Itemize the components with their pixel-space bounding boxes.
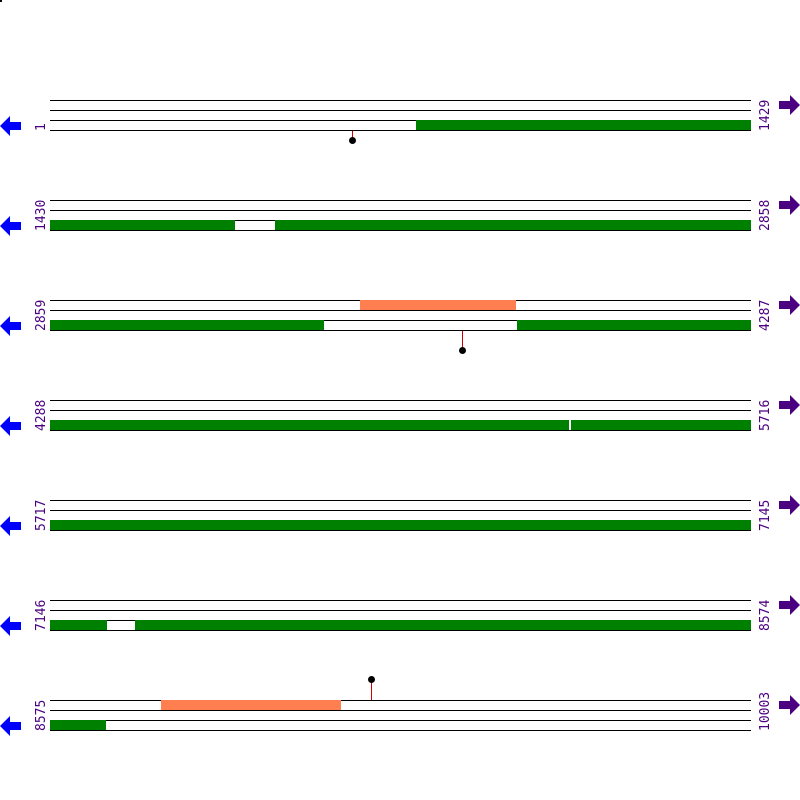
cds-feature[interactable] [50, 620, 107, 630]
track-line [50, 630, 751, 631]
cds-feature[interactable] [50, 520, 751, 530]
track-line [50, 410, 751, 411]
track-line [50, 730, 751, 731]
track-end-label: 5716 [758, 399, 773, 431]
cds-feature[interactable] [517, 320, 751, 330]
track-start-label: 2859 [34, 299, 49, 331]
track-start-label: 7146 [34, 599, 49, 631]
right-arrow-icon[interactable] [779, 694, 800, 716]
track-line [50, 130, 751, 131]
left-arrow-icon[interactable] [0, 215, 22, 237]
track-2: 1430 2858 [0, 190, 800, 290]
track-start-label: 1430 [34, 199, 49, 231]
track-end-label: 8574 [758, 599, 773, 631]
track-line [50, 510, 751, 511]
track-5: 5717 7145 [0, 490, 800, 590]
track-line [50, 230, 751, 231]
cds-gap [569, 420, 571, 430]
track-line [50, 210, 751, 211]
left-arrow-icon[interactable] [0, 415, 22, 437]
track-end-label: 7145 [758, 499, 773, 531]
track-start-label: 8575 [34, 699, 49, 731]
cds-feature[interactable] [135, 620, 751, 630]
region-feature[interactable] [161, 700, 341, 710]
track-line [50, 720, 751, 721]
region-feature[interactable] [360, 300, 516, 310]
track-end-label: 4287 [758, 299, 773, 331]
variant-pin-stem [352, 131, 353, 139]
track-line [50, 600, 751, 601]
right-arrow-icon[interactable] [779, 494, 800, 516]
track-end-label: 1429 [758, 99, 773, 131]
right-arrow-icon[interactable] [779, 594, 800, 616]
left-arrow-icon[interactable] [0, 715, 22, 737]
cds-feature[interactable] [50, 220, 235, 230]
track-end-label: 2858 [758, 199, 773, 231]
right-arrow-icon[interactable] [779, 94, 800, 116]
track-line [50, 200, 751, 201]
track-4: 4288 5716 [0, 390, 800, 490]
track-line [50, 430, 751, 431]
variant-pin-marker[interactable] [368, 676, 375, 683]
track-line [50, 400, 751, 401]
track-line [50, 530, 751, 531]
track-line [50, 310, 751, 311]
track-start-label: 5717 [34, 499, 49, 531]
track-6: 7146 8574 [0, 590, 800, 690]
right-arrow-icon[interactable] [779, 194, 800, 216]
variant-pin-marker[interactable] [349, 137, 356, 144]
track-7: 8575 10003 [0, 676, 800, 790]
variant-pin-stem [462, 331, 463, 349]
cds-feature[interactable] [275, 220, 751, 230]
cds-feature[interactable] [50, 720, 106, 730]
track-line [50, 500, 751, 501]
cds-feature[interactable] [50, 420, 751, 430]
left-arrow-icon[interactable] [0, 515, 22, 537]
left-arrow-icon[interactable] [0, 315, 22, 337]
track-3: 2859 4287 [0, 290, 800, 390]
variant-pin-stem [371, 682, 372, 700]
track-line [50, 100, 751, 101]
track-line [50, 110, 751, 111]
right-arrow-icon[interactable] [779, 394, 800, 416]
cds-feature[interactable] [50, 320, 324, 330]
track-line [50, 610, 751, 611]
cds-feature[interactable] [416, 120, 751, 130]
track-line [50, 330, 751, 331]
track-1: 1 1429 [0, 90, 800, 190]
track-start-label: 1 [34, 123, 49, 131]
track-start-label: 4288 [34, 399, 49, 431]
variant-pin-marker[interactable] [459, 347, 466, 354]
track-line [50, 710, 751, 711]
track-end-label: 10003 [758, 691, 773, 731]
right-arrow-icon[interactable] [779, 294, 800, 316]
left-arrow-icon[interactable] [0, 115, 22, 137]
track-line [50, 120, 751, 121]
left-arrow-icon[interactable] [0, 615, 22, 637]
track-line [50, 320, 751, 321]
track-line [50, 700, 751, 701]
corner-marker [0, 0, 2, 2]
